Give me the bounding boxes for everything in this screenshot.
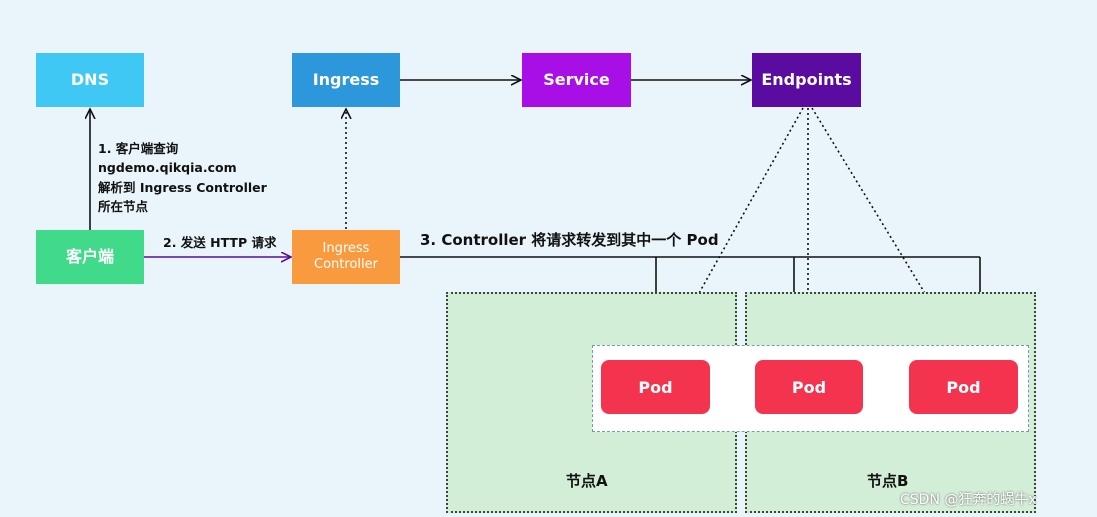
pod-1: Pod: [601, 360, 710, 414]
ingress-box: Ingress: [292, 53, 400, 107]
step1-line2: ngdemo.qikqia.com: [98, 160, 237, 176]
node-b-label: 节点B: [867, 472, 909, 490]
step3-annotation: 3. Controller 将请求转发到其中一个 Pod: [420, 231, 719, 249]
client-box: 客户端: [36, 230, 144, 284]
step1-annotation: 1. 客户端查询 ngdemo.qikqia.com 解析到 Ingress C…: [98, 139, 267, 217]
arrow-endpoints-pod3: [811, 107, 965, 359]
controller-label-line2: Controller: [314, 257, 378, 272]
pod-2: Pod: [755, 360, 863, 414]
step1-line4: 所在节点: [98, 199, 149, 215]
endpoints-box: Endpoints: [752, 53, 861, 107]
watermark: CSDN @狂奔的蜗牛x: [900, 492, 1037, 508]
ingress-controller-box: Ingress Controller: [292, 230, 400, 284]
service-box: Service: [522, 53, 631, 107]
node-a-label: 节点A: [566, 472, 608, 490]
step1-line1: 1. 客户端查询: [98, 141, 179, 156]
step2-annotation: 2. 发送 HTTP 请求: [163, 235, 277, 250]
controller-label-line1: Ingress: [322, 240, 370, 256]
step1-line3: 解析到 Ingress Controller: [98, 179, 267, 195]
pod-3: Pod: [909, 360, 1018, 414]
dns-box: DNS: [36, 53, 144, 107]
